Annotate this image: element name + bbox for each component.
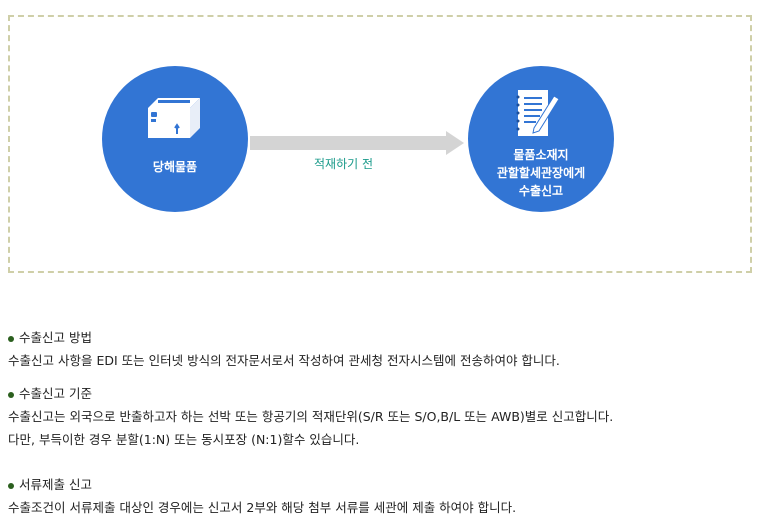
arrow-label: 적재하기 전 xyxy=(314,157,374,171)
flow-arrow xyxy=(250,136,446,150)
declaration-label-line: 물품소재지 xyxy=(513,148,569,162)
box-icon xyxy=(148,98,200,138)
goods-label: 당해물품 xyxy=(152,160,198,174)
section-title: 수출신고 기준 xyxy=(19,386,92,401)
section-text: 수출신고 사항을 EDI 또는 인터넷 방식의 전자문서로서 작성하여 관세청 … xyxy=(8,353,560,368)
bullet-icon xyxy=(8,391,14,398)
section-title: 서류제출 신고 xyxy=(19,477,92,492)
arrow-head-icon xyxy=(446,131,464,155)
diagram-frame xyxy=(8,15,752,273)
declaration-label-line: 관할할세관장에게 xyxy=(496,166,586,180)
section-document-submission: 서류제출 신고 수출조건이 서류제출 대상인 경우에는 신고서 2부와 해당 첨… xyxy=(8,473,516,519)
section-export-criteria: 수출신고 기준 수출신고는 외국으로 반출하고자 하는 선박 또는 항공기의 적… xyxy=(8,382,613,451)
bullet-icon xyxy=(8,335,14,342)
goods-circle: 당해물품 xyxy=(102,66,248,212)
section-text: 수출신고는 외국으로 반출하고자 하는 선박 또는 항공기의 적재단위(S/R … xyxy=(8,409,614,424)
declaration-circle: 물품소재지 관할할세관장에게 수출신고 xyxy=(468,66,614,212)
section-text: 수출조건이 서류제출 대상인 경우에는 신고서 2부와 해당 첨부 서류를 세관… xyxy=(8,500,517,515)
section-text: 다만, 부득이한 경우 분할(1:N) 또는 동시포장 (N:1)할수 있습니다… xyxy=(8,432,360,447)
document-pen-icon xyxy=(516,90,560,136)
section-title: 수출신고 방법 xyxy=(19,330,92,345)
declaration-label-line: 수출신고 xyxy=(518,184,564,198)
declaration-label: 물품소재지 관할할세관장에게 수출신고 xyxy=(468,146,614,200)
bullet-icon xyxy=(8,482,14,489)
section-export-method: 수출신고 방법 수출신고 사항을 EDI 또는 인터넷 방식의 전자문서로서 작… xyxy=(8,326,560,372)
